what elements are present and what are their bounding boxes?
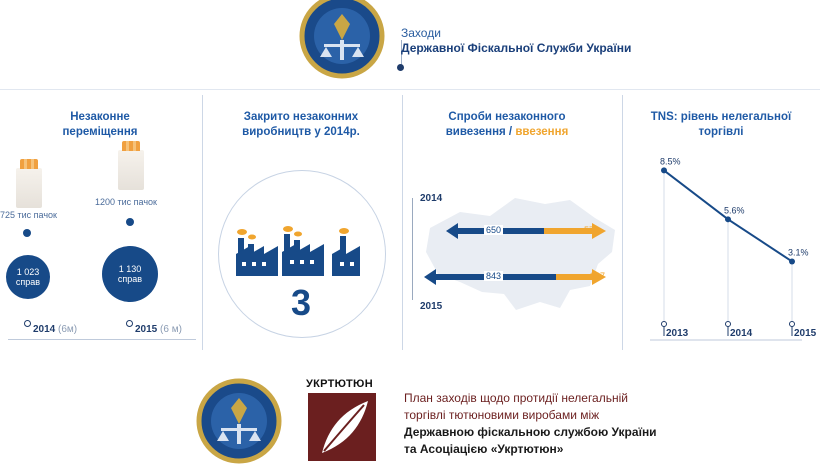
footer-line4: та Асоціацією «Укртютюн» xyxy=(404,442,564,456)
footer-line1: План заходів щодо протидії нелегальній xyxy=(404,391,628,405)
tns-value-label-2015: 3.1% xyxy=(788,247,809,257)
movements-tick-2014 xyxy=(24,320,31,327)
cases-2015: 1 130 xyxy=(118,264,142,274)
movements-year-2014-value: 2014 xyxy=(33,324,56,335)
tns-tick-2015 xyxy=(789,321,795,327)
factories-count: 3 xyxy=(290,282,312,323)
header-divider xyxy=(0,89,820,90)
tns-year-label-2015: 2015 xyxy=(794,328,817,339)
tns-value-label-2014: 5.6% xyxy=(724,205,745,215)
tns-tick-2014 xyxy=(725,321,731,327)
ukrtiutiun-logo xyxy=(308,393,376,461)
factories-title: Закрито незаконних виробництв у 2014р. xyxy=(242,111,360,138)
column-divider-1 xyxy=(202,95,203,350)
export-value-2015: 843 xyxy=(484,271,504,281)
tns-value-label-2013: 8.5% xyxy=(660,156,681,166)
attempts-title: Спроби незаконного вивезення / ввезення xyxy=(432,110,582,140)
movements-title: Незаконне переміщення xyxy=(62,111,138,138)
cigarette-pack-icon-2014 xyxy=(16,159,42,208)
cases-unit-2015: справ xyxy=(117,274,143,284)
footer-line3: Державною фіскальною службою України xyxy=(404,425,657,439)
movements-year-2015: 2015 (6 м) xyxy=(135,324,182,335)
tns-line-chart: 8.5% 2013 5.6% 2014 3.1% 2015 xyxy=(650,156,817,341)
movements-dot-2014 xyxy=(23,229,31,237)
column-divider-2 xyxy=(402,95,403,350)
factories-circle xyxy=(218,170,386,338)
import-arrow-2015 xyxy=(556,269,606,285)
movements-axis xyxy=(8,339,196,340)
header-connector-line xyxy=(401,40,402,68)
movements-year-2014-note: (6м) xyxy=(58,324,78,335)
import-value-2015: 337 xyxy=(590,271,606,281)
export-arrow-2014 xyxy=(446,223,596,239)
cigarette-pack-icon-2015 xyxy=(118,141,144,190)
attempts-title-main: Спроби незаконного вивезення / xyxy=(445,111,566,138)
header-title-line2: Державної Фіскальної Служби України xyxy=(401,41,632,55)
movements-year-2014: 2014 (6м) xyxy=(33,324,77,335)
packs-2014: 725 тис пачок xyxy=(0,210,57,220)
factory-icons xyxy=(236,224,366,276)
cases-2014: 1 023 xyxy=(16,267,40,277)
header-connector-dot xyxy=(397,64,404,71)
attempts-bracket xyxy=(412,198,413,300)
footer-text: План заходів щодо протидії нелегальній т… xyxy=(404,390,657,458)
tns-year-label-2013: 2013 xyxy=(666,328,689,339)
cases-bubble-2014: 1 023 справ xyxy=(6,255,50,299)
export-arrow-2015 xyxy=(424,269,596,285)
tns-title: TNS: рівень нелегальної торгівлі xyxy=(650,111,792,138)
cases-unit-2014: справ xyxy=(15,277,41,287)
export-value-2014: 650 xyxy=(484,225,504,235)
attempts-year-2014: 2014 xyxy=(420,193,443,204)
movements-tick-2015 xyxy=(126,320,133,327)
dfs-emblem-bottom xyxy=(196,378,282,464)
header-title-line1: Заходи xyxy=(401,26,441,40)
packs-2015: 1200 тис пачок xyxy=(95,197,157,207)
column-divider-3 xyxy=(622,95,623,350)
import-arrow-2014 xyxy=(544,223,606,239)
cases-bubble-2015: 1 130 справ xyxy=(102,246,158,302)
movements-dot-2015 xyxy=(126,218,134,226)
tns-point-2014 xyxy=(725,216,731,223)
footer-line2: торгівлі тютюновими виробами між xyxy=(404,408,600,422)
tns-tick-2013 xyxy=(661,321,667,327)
ukrtiutiun-brand: УКРТЮТЮН xyxy=(306,378,373,390)
ukraine-map xyxy=(420,190,620,330)
dfs-emblem-top xyxy=(298,0,386,79)
tns-point-2013 xyxy=(661,167,667,174)
movements-year-2015-value: 2015 xyxy=(135,324,158,335)
tns-point-2015 xyxy=(789,258,795,265)
attempts-year-2015: 2015 xyxy=(420,301,443,312)
attempts-title-accent: ввезення xyxy=(515,126,569,138)
tns-year-label-2014: 2014 xyxy=(730,328,753,339)
movements-year-2015-note: (6 м) xyxy=(160,324,182,335)
import-value-2014: 571 xyxy=(584,225,600,235)
